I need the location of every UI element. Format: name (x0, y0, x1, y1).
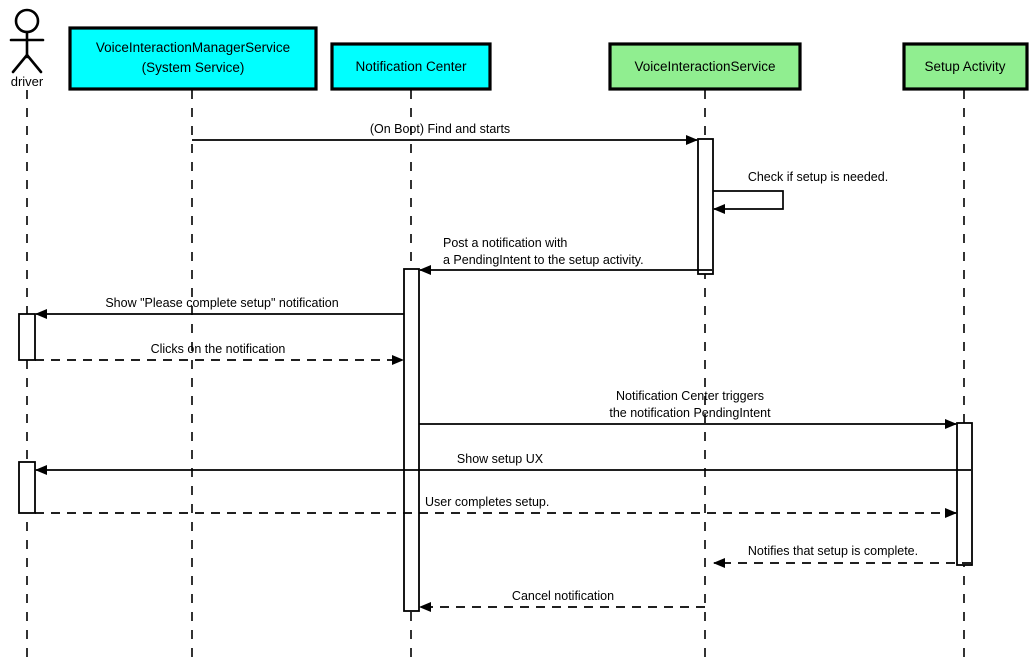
message-m5[interactable]: Clicks on the notification (35, 342, 404, 365)
message-m10[interactable]: Cancel notification (419, 589, 705, 612)
activation-bar-setup (956, 422, 973, 566)
message-m1-label: (On Boot) Find and starts (370, 122, 510, 136)
message-m8[interactable]: User completes setup. (35, 495, 957, 518)
message-m4[interactable]: Show "Please complete setup" notificatio… (35, 296, 404, 319)
participant-notif-label-1: Notification Center (355, 59, 467, 74)
participant-vis[interactable]: VoiceInteractionService (608, 42, 802, 91)
participant-vis-box (608, 42, 802, 91)
message-m3-label-2: a PendingIntent to the setup activity. (443, 253, 644, 267)
actor-driver[interactable] (9, 8, 45, 74)
participant-setup[interactable]: Setup Activity (902, 42, 1029, 91)
message-m8-label: User completes setup. (425, 495, 549, 509)
participant-vims[interactable]: VoiceInteractionManagerService (System S… (68, 26, 318, 91)
actor-leg-left-icon (11, 53, 29, 74)
message-m2-line (713, 190, 784, 214)
message-m6[interactable]: Notification Center triggers the notific… (419, 389, 957, 429)
message-m1[interactable]: (On Boot) Find and starts (192, 122, 698, 145)
participant-vims-label-1: VoiceInteractionManagerService (96, 40, 290, 55)
message-m6-label-2: the notification PendingIntent (609, 406, 771, 420)
message-m9-label: Notifies that setup is complete. (748, 544, 918, 558)
message-m2-label: Check if setup is needed. (748, 170, 888, 184)
message-m5-label: Clicks on the notification (151, 342, 286, 356)
actor-head-icon (14, 8, 40, 34)
message-m3-label-1: Post a notification with (443, 236, 567, 250)
message-m4-label: Show "Please complete setup" notificatio… (105, 296, 338, 310)
message-m10-label: Cancel notification (512, 589, 614, 603)
participant-notif[interactable]: Notification Center (330, 42, 492, 91)
message-m2[interactable]: Check if setup is needed. (713, 170, 888, 214)
activation-bar-driver-2 (18, 461, 36, 514)
activation-bar-vis (697, 138, 714, 275)
activation-bar-notif (403, 268, 420, 612)
participant-notif-box (330, 42, 492, 91)
message-m7-label: Show setup UX (457, 452, 544, 466)
participant-vims-box (68, 26, 318, 91)
actor-leg-right-icon (25, 53, 43, 74)
message-m3[interactable]: Post a notification with a PendingIntent… (419, 236, 712, 275)
activation-bar-driver-1 (18, 313, 36, 361)
actor-driver-label: driver (11, 74, 44, 89)
participant-vims-label-2: (System Service) (142, 60, 245, 75)
activation-bars (18, 138, 973, 612)
message-m7[interactable]: Show setup UX (35, 452, 971, 475)
participant-setup-box (902, 42, 1029, 91)
participant-vis-label-1: VoiceInteractionService (634, 59, 775, 74)
message-m6-label-1: Notification Center triggers (616, 389, 764, 403)
participant-setup-label-1: Setup Activity (924, 59, 1005, 74)
message-m9[interactable]: Notifies that setup is complete. (713, 544, 971, 568)
